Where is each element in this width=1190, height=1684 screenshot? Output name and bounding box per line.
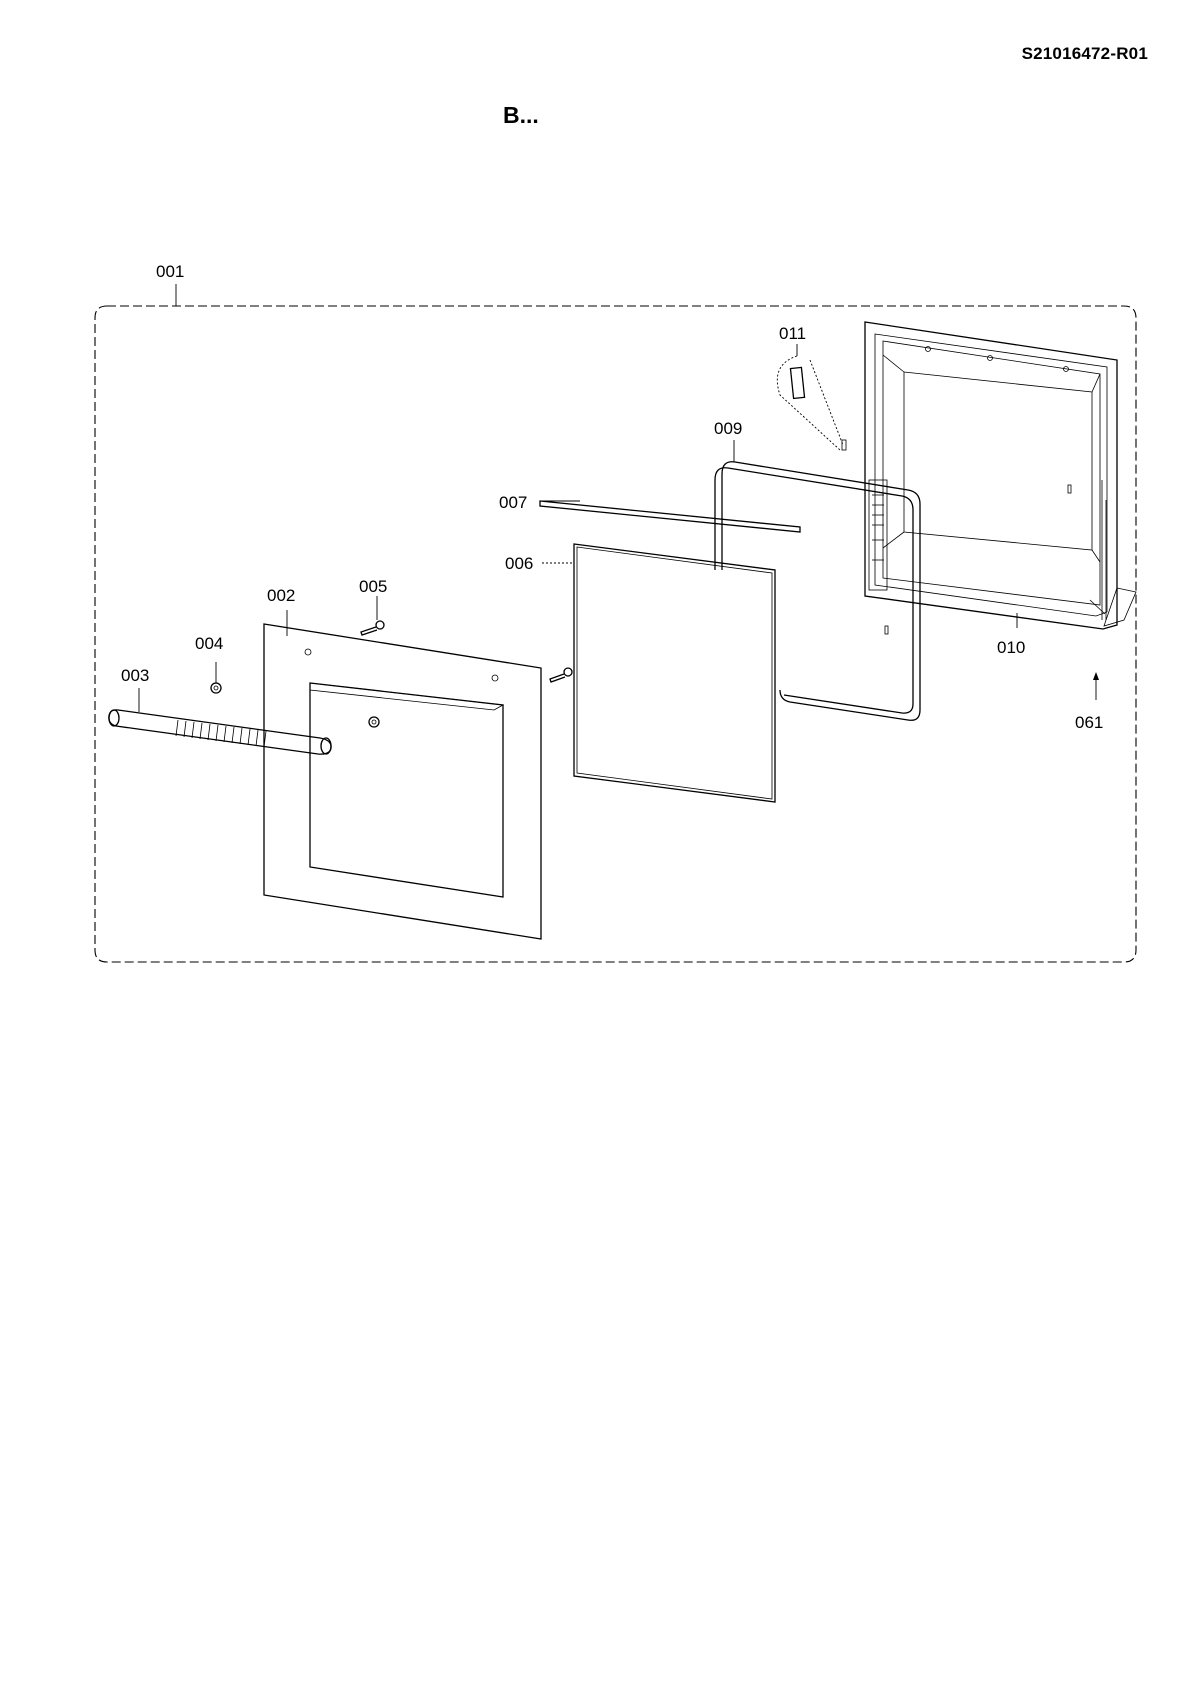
outer-glass-panel [263,623,542,940]
label-002: 002 [267,586,295,605]
label-061: 061 [1075,713,1103,732]
label-003: 003 [121,666,149,685]
label-010: 010 [997,638,1025,657]
screw [360,620,573,683]
door-handle [108,709,332,755]
door-seal [714,461,921,721]
label-004: 004 [195,634,223,653]
label-007: 007 [499,493,527,512]
inner-door-frame [864,321,1137,630]
label-006: 006 [505,554,533,573]
clip-part [776,355,847,451]
label-001: 001 [156,262,184,281]
label-005: 005 [359,577,387,596]
assembly-boundary [94,305,1137,963]
leader-lines [138,284,1099,712]
inner-glass-panel [573,543,776,803]
cap-part [210,682,380,728]
document-id: S21016472-R01 [1021,44,1148,63]
rod-strip [539,500,801,533]
label-011: 011 [779,324,806,343]
label-009: 009 [714,419,742,438]
section-title: B... [503,102,539,128]
